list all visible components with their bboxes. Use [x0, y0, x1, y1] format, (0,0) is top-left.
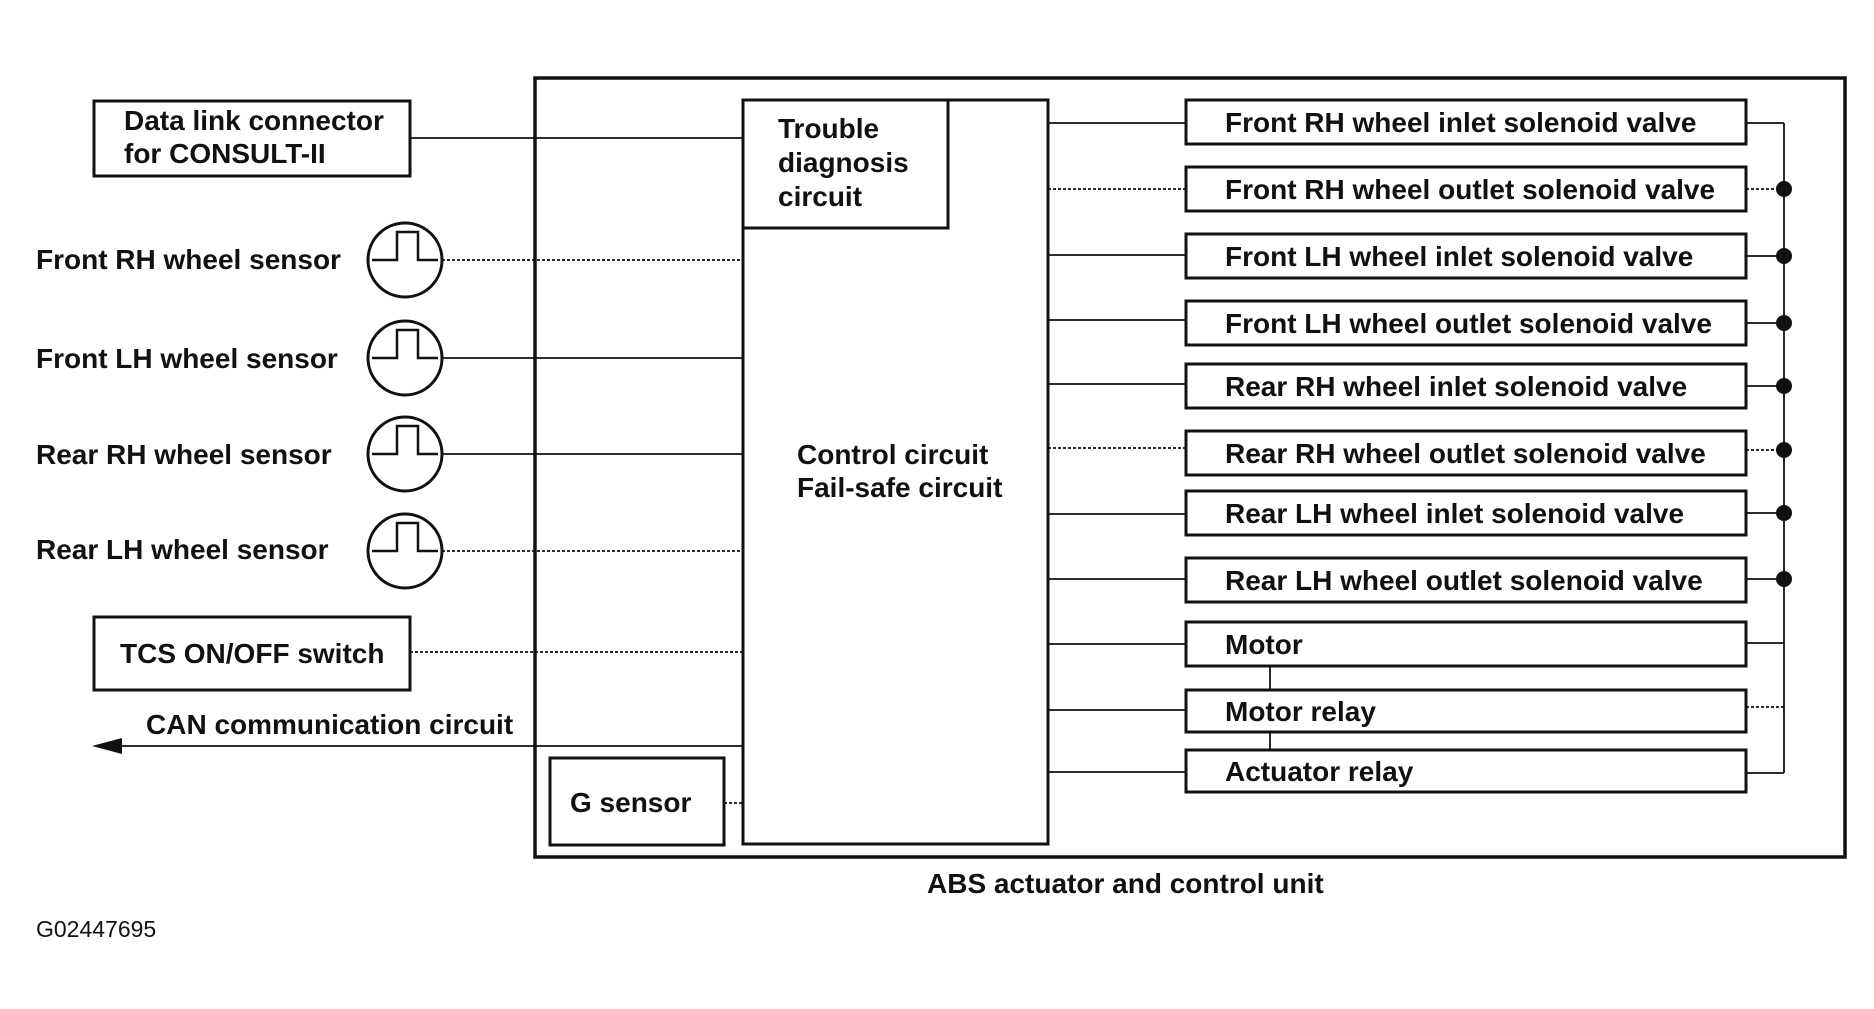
motor-relay-box: [1184, 688, 1748, 734]
control-circuit-line1: Control circuit: [797, 439, 988, 470]
front-rh-wheel-inlet-solenoid-valve-label: Front RH wheel inlet solenoid valve: [1225, 107, 1696, 138]
figure-id: G02447695: [36, 916, 156, 942]
motor-label: Motor: [1225, 629, 1303, 660]
rear-rh-wheel-outlet-solenoid-valve-label: Rear RH wheel outlet solenoid valve: [1225, 438, 1706, 469]
trouble-diagnosis-line2: diagnosis: [778, 147, 909, 178]
g-sensor-box: [548, 756, 726, 847]
motor-box: [1184, 620, 1748, 668]
front-lh-wheel-outlet-solenoid-valve-label: Front LH wheel outlet solenoid valve: [1225, 308, 1712, 339]
can-circuit-label: CAN communication circuit: [146, 709, 513, 740]
actuator-relay-label: Actuator relay: [1225, 756, 1414, 787]
can-arrow-icon: [92, 738, 122, 754]
rear-lh-wheel-outlet-solenoid-valve-label: Rear LH wheel outlet solenoid valve: [1225, 565, 1703, 596]
g-sensor-label: G sensor: [570, 787, 691, 818]
tcs-switch-label: TCS ON/OFF switch: [120, 638, 384, 669]
unit-caption: ABS actuator and control unit: [927, 868, 1324, 899]
rear-lh-wheel-outlet-solenoid-valve-box: [1184, 556, 1748, 604]
trouble-diagnosis-box: [741, 98, 950, 230]
abs-unit-housing: [533, 76, 1847, 859]
control-circuit-line2: Fail-safe circuit: [797, 472, 1002, 503]
trouble-diagnosis-line3: circuit: [778, 181, 862, 212]
tcs-switch-box: [92, 615, 412, 692]
rear-rh-sensor-icon: [366, 415, 444, 493]
rear-rh-wheel-inlet-solenoid-valve-label: Rear RH wheel inlet solenoid valve: [1225, 371, 1687, 402]
actuator-relay-box: [1184, 748, 1748, 794]
trouble-diagnosis-line1: Trouble: [778, 113, 879, 144]
data-link-label-line1: Data link connector: [124, 105, 384, 136]
front-rh-sensor-label: Front RH wheel sensor: [36, 244, 341, 275]
front-lh-sensor-icon: [366, 319, 444, 397]
rear-rh-sensor-label: Rear RH wheel sensor: [36, 439, 332, 470]
front-lh-sensor-label: Front LH wheel sensor: [36, 343, 338, 374]
rear-lh-sensor-label: Rear LH wheel sensor: [36, 534, 329, 565]
front-rh-sensor-icon: [366, 221, 444, 299]
output-components: Front RH wheel inlet solenoid valveFront…: [1048, 98, 1792, 794]
rear-lh-wheel-inlet-solenoid-valve-label: Rear LH wheel inlet solenoid valve: [1225, 498, 1684, 529]
motor-relay-label: Motor relay: [1225, 696, 1376, 727]
data-link-label-line2: for CONSULT-II: [124, 138, 326, 169]
front-rh-wheel-inlet-solenoid-valve-box: [1184, 98, 1748, 146]
front-rh-wheel-outlet-solenoid-valve-label: Front RH wheel outlet solenoid valve: [1225, 174, 1715, 205]
rear-lh-sensor-icon: [366, 512, 444, 590]
rear-rh-wheel-outlet-solenoid-valve-box: [1184, 429, 1748, 477]
front-lh-wheel-inlet-solenoid-valve-label: Front LH wheel inlet solenoid valve: [1225, 241, 1693, 272]
